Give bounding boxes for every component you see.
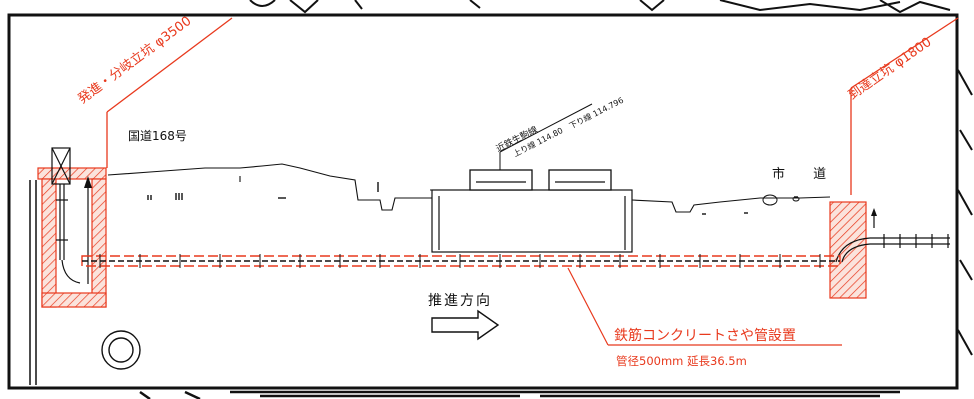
arrival-shaft-label: 到達立坑 φ1800 bbox=[846, 35, 935, 103]
drawing-frame bbox=[7, 13, 959, 390]
sleeve-pipe bbox=[81, 254, 841, 268]
underground-details bbox=[762, 194, 800, 206]
direction-arrow-icon bbox=[431, 309, 500, 341]
background-sketch-top bbox=[249, 0, 951, 14]
left-edge-lines bbox=[29, 180, 37, 385]
manhole-symbol-icon bbox=[101, 330, 141, 370]
city-road-label: 市 道 bbox=[772, 166, 838, 182]
callout-title: 鉄筋コンクリートさや管設置 bbox=[614, 327, 796, 344]
national-road-label: 国道168号 bbox=[128, 129, 187, 143]
arrival-shaft-leader bbox=[850, 17, 959, 195]
background-sketch-right bbox=[957, 69, 973, 356]
background-sketch-bottom bbox=[139, 390, 900, 399]
railway-tracks bbox=[469, 169, 612, 191]
arrival-shaft bbox=[829, 201, 950, 299]
callout-leader bbox=[567, 267, 842, 346]
railway-embankment bbox=[431, 189, 633, 253]
launch-shaft-leader bbox=[106, 17, 233, 168]
ground-profile-marks bbox=[147, 182, 798, 215]
railway-leader bbox=[499, 103, 593, 170]
callout-spec: 管径500mm 延長36.5m bbox=[616, 354, 747, 368]
direction-label: 推進方向 bbox=[428, 293, 492, 309]
launch-shaft bbox=[37, 147, 107, 308]
